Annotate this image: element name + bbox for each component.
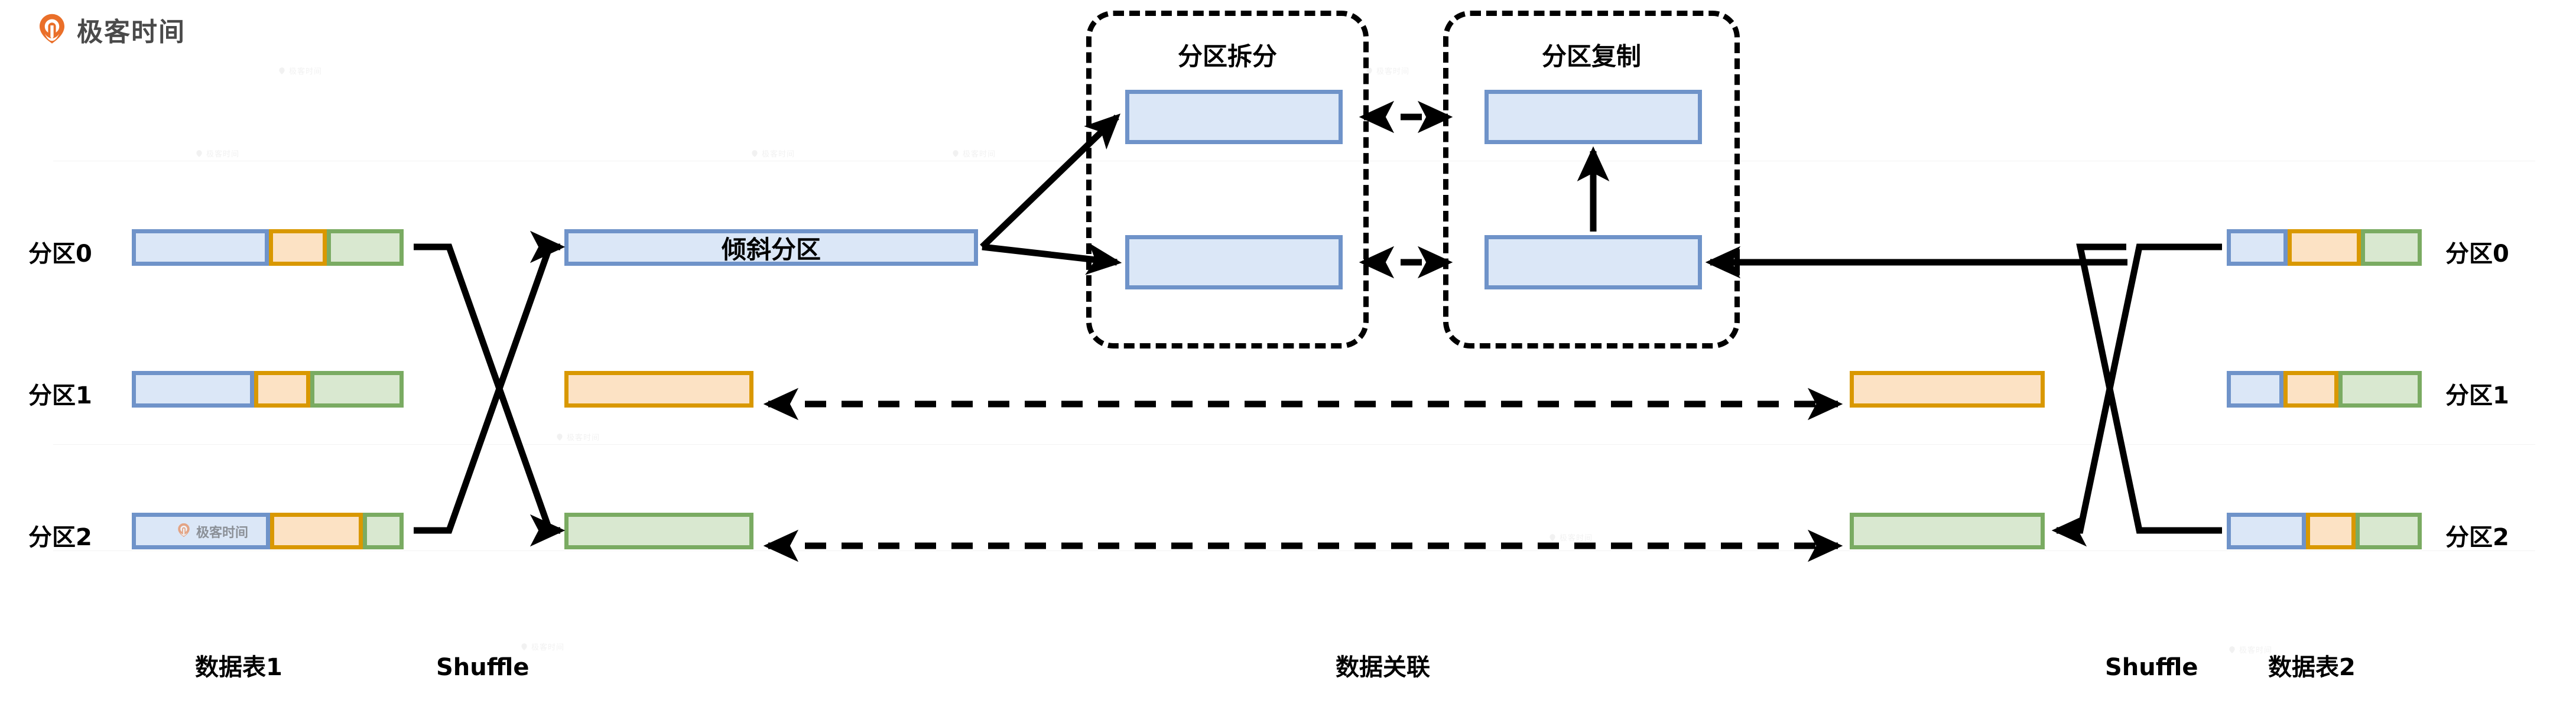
skewed-partition-box: 倾斜分区 — [564, 229, 978, 266]
watermark-text: 极客时间 — [1560, 534, 1593, 543]
segment-blue — [132, 371, 254, 408]
shuffle-left-p2-to-skew — [414, 230, 566, 534]
left-partition-bar-1 — [132, 371, 404, 408]
segment-orange — [2306, 513, 2356, 549]
watermark-pin-icon — [751, 149, 759, 158]
shuffle-right-p2-to-join — [2076, 243, 2222, 534]
watermark-guide-line — [53, 444, 2535, 445]
watermark: 极客时间 — [1365, 65, 1409, 76]
segment-blue — [132, 229, 269, 266]
caption-right-table: 数据表2 — [2268, 654, 2356, 681]
replicate-box-bottom — [1484, 235, 1702, 289]
watermark: 极客时间 — [195, 148, 239, 159]
watermark: 极客时间 — [278, 65, 322, 76]
right-partition-bar-0 — [2227, 229, 2422, 266]
right-partition-label-1: 分区1 — [2445, 382, 2509, 409]
watermark-pin-icon — [2228, 646, 2236, 654]
group-partition-replicate — [1443, 11, 1740, 349]
right-partition-bar-2 — [2227, 513, 2422, 549]
watermark-pin-icon — [951, 149, 960, 158]
location-pin-icon — [35, 13, 69, 46]
segment-orange — [269, 229, 327, 266]
watermark: 极客时间 — [556, 431, 600, 442]
watermark-pin-icon — [195, 149, 203, 158]
shuffle-left-p0-to-green — [414, 243, 566, 547]
watermark-text: 极客时间 — [567, 434, 600, 442]
left-stage-orange-box — [564, 371, 753, 408]
watermark: 极客时间 — [951, 148, 996, 159]
right-partition-label-2: 分区2 — [2445, 524, 2509, 551]
split-box-top — [1125, 90, 1343, 144]
inline-brand-watermark: 极客时间 — [176, 522, 248, 541]
segment-orange — [2283, 371, 2339, 408]
right-stage-orange-box — [1850, 371, 2045, 408]
caption-right-shuffle: Shuffle — [2105, 654, 2198, 681]
watermark-text: 极客时间 — [1376, 67, 1410, 76]
watermark: 极客时间 — [520, 641, 564, 652]
left-partition-bar-2 — [132, 513, 404, 549]
watermark-text: 极客时间 — [289, 67, 323, 76]
inline-watermark-text: 极客时间 — [196, 526, 249, 540]
segment-orange — [254, 371, 311, 408]
watermark-pin-icon — [278, 67, 286, 75]
segment-orange — [2287, 229, 2361, 266]
replicate-box-top — [1484, 90, 1702, 144]
right-stage-green-box — [1850, 513, 2045, 549]
segment-blue — [2227, 513, 2306, 549]
shuffle-right-p0-to-green — [2051, 243, 2222, 547]
watermark-text: 极客时间 — [762, 150, 795, 159]
watermark: 极客时间 — [1548, 532, 1593, 543]
watermark-pin-icon — [556, 433, 564, 441]
group-title-partition-split: 分区拆分 — [1177, 42, 1277, 71]
left-partition-label-1: 分区1 — [28, 382, 92, 409]
watermark-pin-icon — [520, 643, 528, 651]
right-partition-bar-1 — [2227, 371, 2422, 408]
caption-left-table: 数据表1 — [195, 654, 282, 681]
right-partition-label-0: 分区0 — [2445, 240, 2509, 268]
segment-green — [2361, 229, 2422, 266]
brand-logo: 极客时间 — [35, 11, 186, 48]
watermark: 极客时间 — [2228, 644, 2272, 655]
segment-blue — [2227, 229, 2288, 266]
segment-blue — [2227, 371, 2283, 408]
watermark-text: 极客时间 — [963, 150, 996, 159]
split-box-bottom — [1125, 235, 1343, 289]
watermark-pin-icon — [1548, 533, 1557, 542]
left-partition-label-2: 分区2 — [28, 524, 92, 551]
segment-green — [326, 229, 404, 266]
left-partition-label-0: 分区0 — [28, 240, 92, 268]
caption-join: 数据关联 — [1336, 654, 1430, 681]
segment-green — [310, 371, 404, 408]
segment-green — [2338, 371, 2422, 408]
location-pin-icon — [176, 523, 191, 541]
group-title-partition-replicate: 分区复制 — [1541, 42, 1641, 71]
segment-orange — [269, 513, 363, 549]
watermark-text: 极客时间 — [2239, 646, 2273, 655]
segment-green — [2356, 513, 2422, 549]
watermark-text: 极客时间 — [531, 643, 565, 652]
skewed-partition-label: 倾斜分区 — [721, 235, 821, 264]
watermark: 极客时间 — [751, 148, 795, 159]
segment-green — [363, 513, 404, 549]
left-partition-bar-0 — [132, 229, 404, 266]
caption-left-shuffle: Shuffle — [436, 654, 530, 681]
segment-blue — [132, 513, 270, 549]
left-stage-green-box — [564, 513, 753, 549]
brand-wordmark: 极客时间 — [77, 17, 186, 47]
watermark-text: 极客时间 — [206, 150, 240, 159]
